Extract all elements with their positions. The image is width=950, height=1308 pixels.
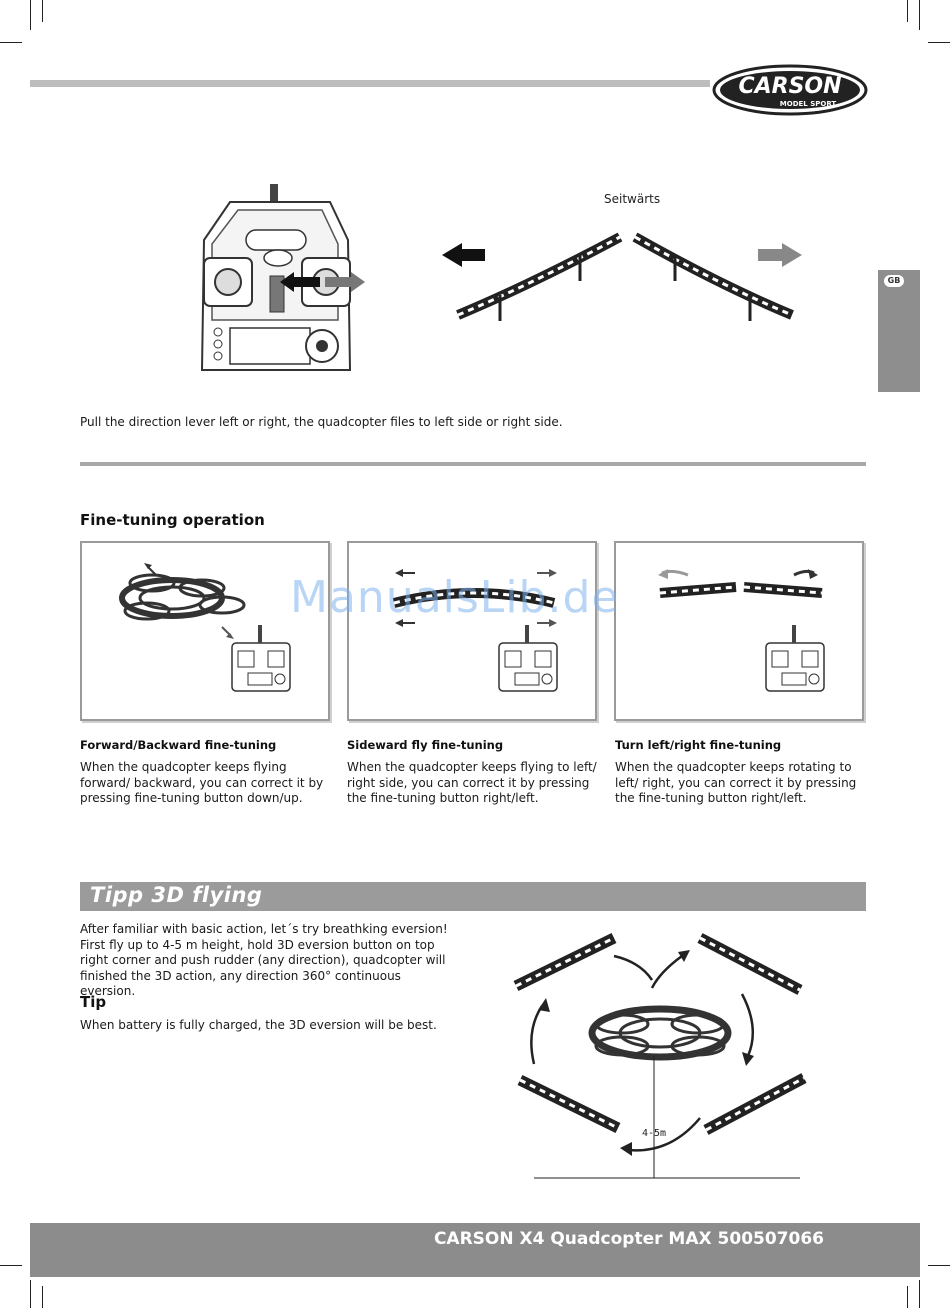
section-divider — [80, 462, 866, 466]
crop-mark — [30, 0, 31, 30]
height-label: 4-5m — [642, 1128, 666, 1139]
language-badge: GB — [884, 275, 904, 287]
remote-control-icon — [231, 625, 291, 692]
fine-tuning-text-turn: When the quadcopter keeps rotating to le… — [615, 760, 857, 805]
tip-heading: Tip — [80, 993, 107, 1011]
arrow-right-icon — [325, 272, 365, 292]
arrow-up-right-icon — [678, 950, 690, 962]
quadcopter-center-icon — [588, 1005, 732, 1061]
remote-control-icon — [498, 625, 558, 692]
quadcopter-side-view-icon — [659, 582, 823, 598]
tip-text: When battery is fully charged, the 3D ev… — [80, 1018, 437, 1032]
fine-tuning-panel-forward — [80, 541, 330, 721]
arrow-left-icon — [395, 569, 403, 577]
tipp-3d-heading: Tipp 3D flying — [90, 883, 263, 907]
arrow-left-icon — [620, 1142, 632, 1156]
footer-bar: CARSON X4 Quadcopter MAX 500507066 — [30, 1223, 920, 1277]
quadcopter-flip-top-left-icon — [513, 933, 617, 991]
sideways-label: Seitwärts — [604, 192, 661, 206]
arrow-left-icon — [395, 619, 403, 627]
fine-tuning-heading: Fine-tuning operation — [80, 511, 265, 529]
remote-control-illustration — [200, 184, 365, 371]
tipp-3d-text: After familiar with basic action, let´s … — [80, 922, 448, 998]
remote-control-icon — [765, 625, 825, 692]
fine-tuning-panel-turn — [614, 541, 864, 721]
forward-backward-illustration — [119, 563, 291, 692]
crop-mark — [30, 1280, 31, 1308]
crop-mark — [928, 42, 950, 43]
arrow-left-icon — [442, 243, 485, 267]
header-rule — [30, 80, 710, 87]
crop-mark — [907, 0, 908, 22]
crop-mark — [42, 0, 43, 22]
arrow-down-icon — [226, 633, 234, 639]
fine-tuning-title-turn: Turn left/right fine-tuning — [615, 738, 782, 752]
quadcopter-tilted-right-icon — [632, 232, 794, 321]
crop-mark — [42, 1286, 43, 1308]
arrow-right-icon — [549, 569, 557, 577]
crop-mark — [0, 1265, 22, 1266]
crop-mark — [907, 1286, 908, 1308]
watermark: ManualsLib.de — [290, 572, 620, 623]
sideways-instruction: Pull the direction lever left or right, … — [80, 415, 563, 429]
language-tab — [878, 270, 920, 392]
quadcopter-flip-top-right-icon — [697, 933, 803, 995]
turn-illustration — [658, 569, 825, 692]
fine-tuning-title-forward: Forward/Backward fine-tuning — [80, 738, 277, 752]
arrow-right-icon — [549, 619, 557, 627]
left-stick-icon — [214, 268, 242, 296]
quadcopter-flip-bottom-left-icon — [517, 1075, 621, 1133]
logo-sub-text: MODEL SPORT — [780, 100, 837, 108]
fine-tuning-title-sideward: Sideward fly fine-tuning — [347, 738, 504, 752]
sideways-diagram — [442, 232, 802, 321]
fine-tuning-text-sideward: When the quadcopter keeps flying to left… — [347, 760, 597, 805]
crop-mark — [0, 42, 22, 43]
quadcopter-flip-bottom-right-icon — [703, 1073, 807, 1135]
crop-mark — [919, 1280, 920, 1308]
crop-mark — [928, 1265, 950, 1266]
3d-flip-diagram: 4-5m — [513, 933, 807, 1179]
quadcopter-top-view-icon — [119, 573, 246, 621]
logo-main-text: CARSON — [738, 74, 841, 99]
arrow-left-icon — [280, 272, 320, 292]
carson-logo: CARSON MODEL SPORT — [712, 64, 868, 116]
sideward-illustration — [392, 569, 558, 692]
quadcopter-tilted-left-icon — [456, 232, 623, 321]
fine-tuning-text-forward: When the quadcopter keeps flying forward… — [80, 760, 324, 805]
arrow-down-icon — [742, 1052, 754, 1066]
arrow-up-icon — [538, 998, 550, 1012]
lcd-screen — [229, 327, 311, 365]
crop-mark — [919, 0, 920, 30]
footer-title: CARSON X4 Quadcopter MAX 500507066 — [433, 1229, 824, 1249]
rotate-right-icon — [808, 569, 818, 579]
arrow-up-icon — [144, 563, 152, 569]
arrow-right-icon — [758, 243, 802, 267]
tipp-3d-section-bar: Tipp 3D flying — [80, 882, 866, 911]
quadcopter-side-view-icon — [392, 588, 556, 608]
fine-tuning-panel-sideward — [347, 541, 597, 721]
rotate-left-icon — [658, 569, 668, 579]
